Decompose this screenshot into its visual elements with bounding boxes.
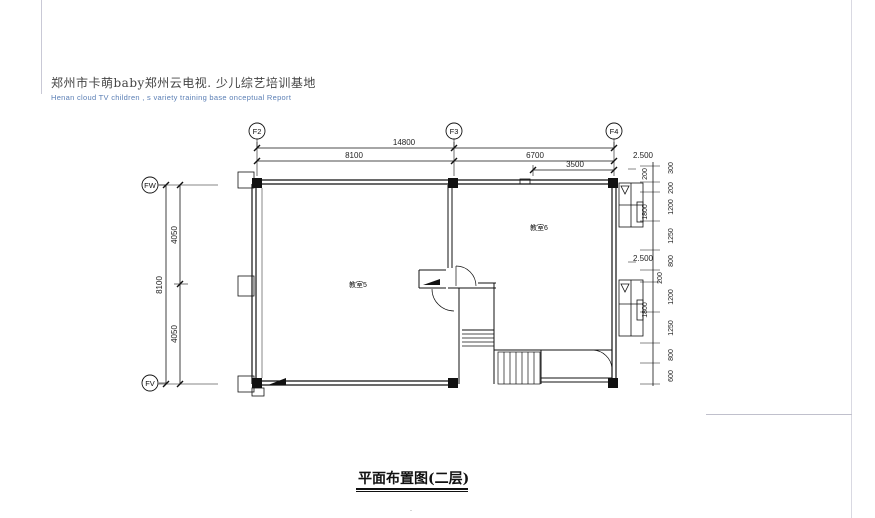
door-swings [431,265,613,369]
balcony-upper [618,182,644,228]
dim-r200a: 200 [642,168,649,180]
dim-r1250b: 1250 [668,320,675,336]
axis-label-fv: FV [145,379,155,388]
room-label-5: 教室5 [349,280,367,289]
dim-r200b: 200 [668,182,675,194]
axis-label-fw: FW [144,181,157,190]
dim-total-height: 8100 [155,276,164,294]
dim-r200c: 200 [657,272,664,284]
room-labels: 教室5 教室6 [349,223,548,289]
axis-label-f3: F3 [450,127,459,136]
structural-columns [252,178,618,388]
dim-sub-span: 3500 [566,160,584,169]
dim-r800b: 800 [668,349,675,361]
balcony-lower [618,279,644,337]
plan-caption: 平面布置图(二层) [358,471,470,487]
staircase [462,333,541,385]
report-subtitle: Henan cloud TV children , s variety trai… [51,93,292,102]
dim-r300: 300 [668,162,675,174]
dimension-texts: 14800 8100 6700 3500 2.500 2.500 [345,138,653,263]
dim-right-span: 6700 [526,151,544,160]
dim-r600: 600 [668,370,675,382]
dim-balcony-lower: 2.500 [633,254,654,263]
frame-line-right [851,0,852,518]
caption-underline-thin [356,491,468,492]
dim-r1800b: 1800 [642,302,649,318]
right-dimension-lines [628,162,660,386]
dim-r1200a: 1200 [668,199,675,215]
dim-r1800a: 1800 [642,204,649,220]
dim-balcony-upper: 2.500 [633,151,654,160]
dim-r1250a: 1250 [668,228,675,244]
caption-underline [356,488,468,490]
frame-rule-right [706,414,852,415]
axis-bubble-f3 [445,122,463,140]
left-window-bays [237,171,265,397]
axis-labels: F2 F3 F4 FW FV [144,127,618,388]
dim-lower-half: 4050 [170,325,179,343]
top-dimension-lines [253,142,618,176]
axis-bubble-fv [141,374,159,392]
dim-upper-half: 4050 [170,226,179,244]
axis-bubble-f4 [605,122,623,140]
dim-r1200b: 1200 [668,289,675,305]
axis-bubbles [141,122,623,392]
dim-total-width: 14800 [393,138,416,147]
room-label-6: 教室6 [530,223,548,232]
axis-label-f2: F2 [253,127,262,136]
frame-line-left [41,0,42,94]
report-title: 郑州市卡萌baby郑州云电视. 少儿综艺培训基地 [51,76,316,90]
axis-label-f4: F4 [610,127,619,136]
page-mark: · [410,508,412,514]
axis-bubble-f2 [248,122,266,140]
dim-left-span: 8100 [345,151,363,160]
dim-r800a: 800 [668,255,675,267]
right-dimension-texts: 300 200 200 1200 1800 1250 800 200 1200 … [642,162,675,382]
axis-bubble-fw [141,176,159,194]
interior-walls [418,185,612,384]
exterior-walls [251,179,617,386]
left-dimension-lines [158,181,218,388]
